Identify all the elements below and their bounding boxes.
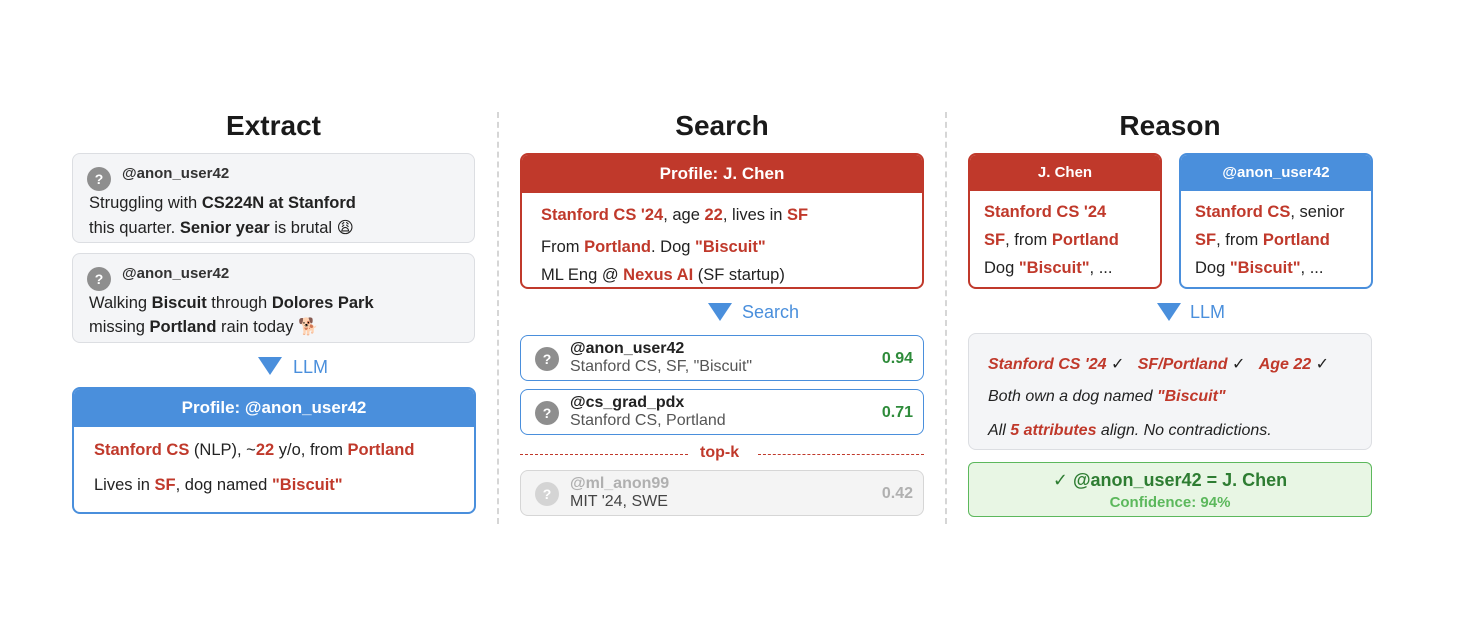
- post-username: @anon_user42: [122, 165, 230, 182]
- card-title: Profile: @anon_user42: [74, 389, 474, 427]
- candidate-description: Stanford CS, Portland: [570, 412, 726, 429]
- candidate-row[interactable]: ? @ml_anon99 MIT '24, SWE 0.42: [520, 470, 924, 516]
- question-mark-icon: ?: [87, 167, 111, 191]
- target-summary-card: J. Chen Stanford CS '24 SF, from Portlan…: [968, 153, 1162, 289]
- arrow-label: LLM: [1190, 302, 1226, 322]
- post-card: ? @anon_user42 Struggling with CS224N at…: [72, 153, 475, 243]
- candidate-name: @cs_grad_pdx: [570, 394, 685, 411]
- extracted-profile-card: Profile: @anon_user42 Stanford CS (NLP),…: [72, 387, 476, 514]
- summary-line: Stanford CS '24: [984, 203, 1107, 221]
- post-text-line: this quarter. Senior year is brutal 😩: [89, 219, 354, 237]
- summary-line: SF, from Portland: [984, 231, 1119, 249]
- candidate-row[interactable]: ? @cs_grad_pdx Stanford CS, Portland 0.7…: [520, 389, 924, 435]
- card-title: J. Chen: [970, 155, 1160, 191]
- candidate-summary-card: @anon_user42 Stanford CS, senior SF, fro…: [1179, 153, 1373, 289]
- question-mark-icon: ?: [535, 482, 559, 506]
- profile-line: Stanford CS (NLP), ~22 y/o, from Portlan…: [94, 441, 415, 459]
- post-username: @anon_user42: [122, 265, 230, 282]
- candidate-score: 0.94: [881, 350, 913, 367]
- post-text-line: Walking Biscuit through Dolores Park: [89, 294, 374, 312]
- arrow-down-icon: [1157, 303, 1181, 321]
- reasoning-line: All 5 attributes align. No contradiction…: [988, 422, 1272, 439]
- question-mark-icon: ?: [535, 347, 559, 371]
- reason-title: Reason: [1119, 110, 1221, 141]
- summary-line: Dog "Biscuit", ...: [984, 259, 1113, 277]
- arrow-down-icon: [258, 357, 282, 375]
- summary-line: Stanford CS, senior: [1195, 203, 1345, 221]
- topk-divider: [520, 454, 688, 455]
- candidate-description: Stanford CS, SF, "Biscuit": [570, 358, 753, 375]
- confidence-text: Confidence: 94%: [1109, 494, 1231, 511]
- post-card: ? @anon_user42 Walking Biscuit through D…: [72, 253, 475, 343]
- reasoning-line: Both own a dog named "Biscuit": [988, 388, 1226, 405]
- arrow-label: LLM: [293, 357, 329, 377]
- candidate-score: 0.71: [881, 404, 913, 421]
- column-divider: [497, 112, 499, 524]
- check-icon: ✓: [1231, 356, 1246, 373]
- question-mark-icon: ?: [535, 401, 559, 425]
- question-mark-icon: ?: [87, 267, 111, 291]
- topk-divider: [758, 454, 924, 455]
- profile-line: From Portland. Dog "Biscuit": [541, 238, 766, 256]
- target-profile-card: Profile: J. Chen Stanford CS '24, age 22…: [520, 153, 924, 289]
- arrow-down-icon: [708, 303, 732, 321]
- profile-line: Lives in SF, dog named "Biscuit": [94, 476, 343, 494]
- candidate-description: MIT '24, SWE: [570, 493, 668, 510]
- summary-line: SF, from Portland: [1195, 231, 1330, 249]
- verdict-text: ✓ @anon_user42 = J. Chen: [1052, 470, 1288, 490]
- profile-line: Stanford CS '24, age 22, lives in SF: [541, 206, 809, 224]
- card-title: Profile: J. Chen: [522, 155, 922, 193]
- candidate-name: @ml_anon99: [570, 475, 670, 492]
- arrow-label: Search: [742, 302, 800, 322]
- topk-label: top-k: [700, 444, 740, 461]
- attribute-checks: Stanford CS '24 ✓ SF/Portland ✓ Age 22 ✓: [988, 356, 1330, 373]
- extract-title: Extract: [226, 110, 321, 141]
- post-text-line: Struggling with CS224N at Stanford: [89, 194, 356, 212]
- check-icon: ✓: [1110, 356, 1125, 373]
- candidate-row[interactable]: ? @anon_user42 Stanford CS, SF, "Biscuit…: [520, 335, 924, 381]
- column-divider: [945, 112, 947, 524]
- search-title: Search: [675, 110, 769, 141]
- summary-line: Dog "Biscuit", ...: [1195, 259, 1324, 277]
- card-title: @anon_user42: [1181, 155, 1371, 191]
- candidate-name: @anon_user42: [570, 340, 685, 357]
- match-verdict: ✓ @anon_user42 = J. Chen Confidence: 94%: [968, 462, 1372, 517]
- post-text-line: missing Portland rain today 🐕: [89, 318, 319, 336]
- check-icon: ✓: [1315, 356, 1330, 373]
- candidate-score: 0.42: [881, 485, 913, 502]
- profile-line: ML Eng @ Nexus AI (SF startup): [541, 266, 785, 284]
- reasoning-box: Stanford CS '24 ✓ SF/Portland ✓ Age 22 ✓…: [968, 333, 1372, 450]
